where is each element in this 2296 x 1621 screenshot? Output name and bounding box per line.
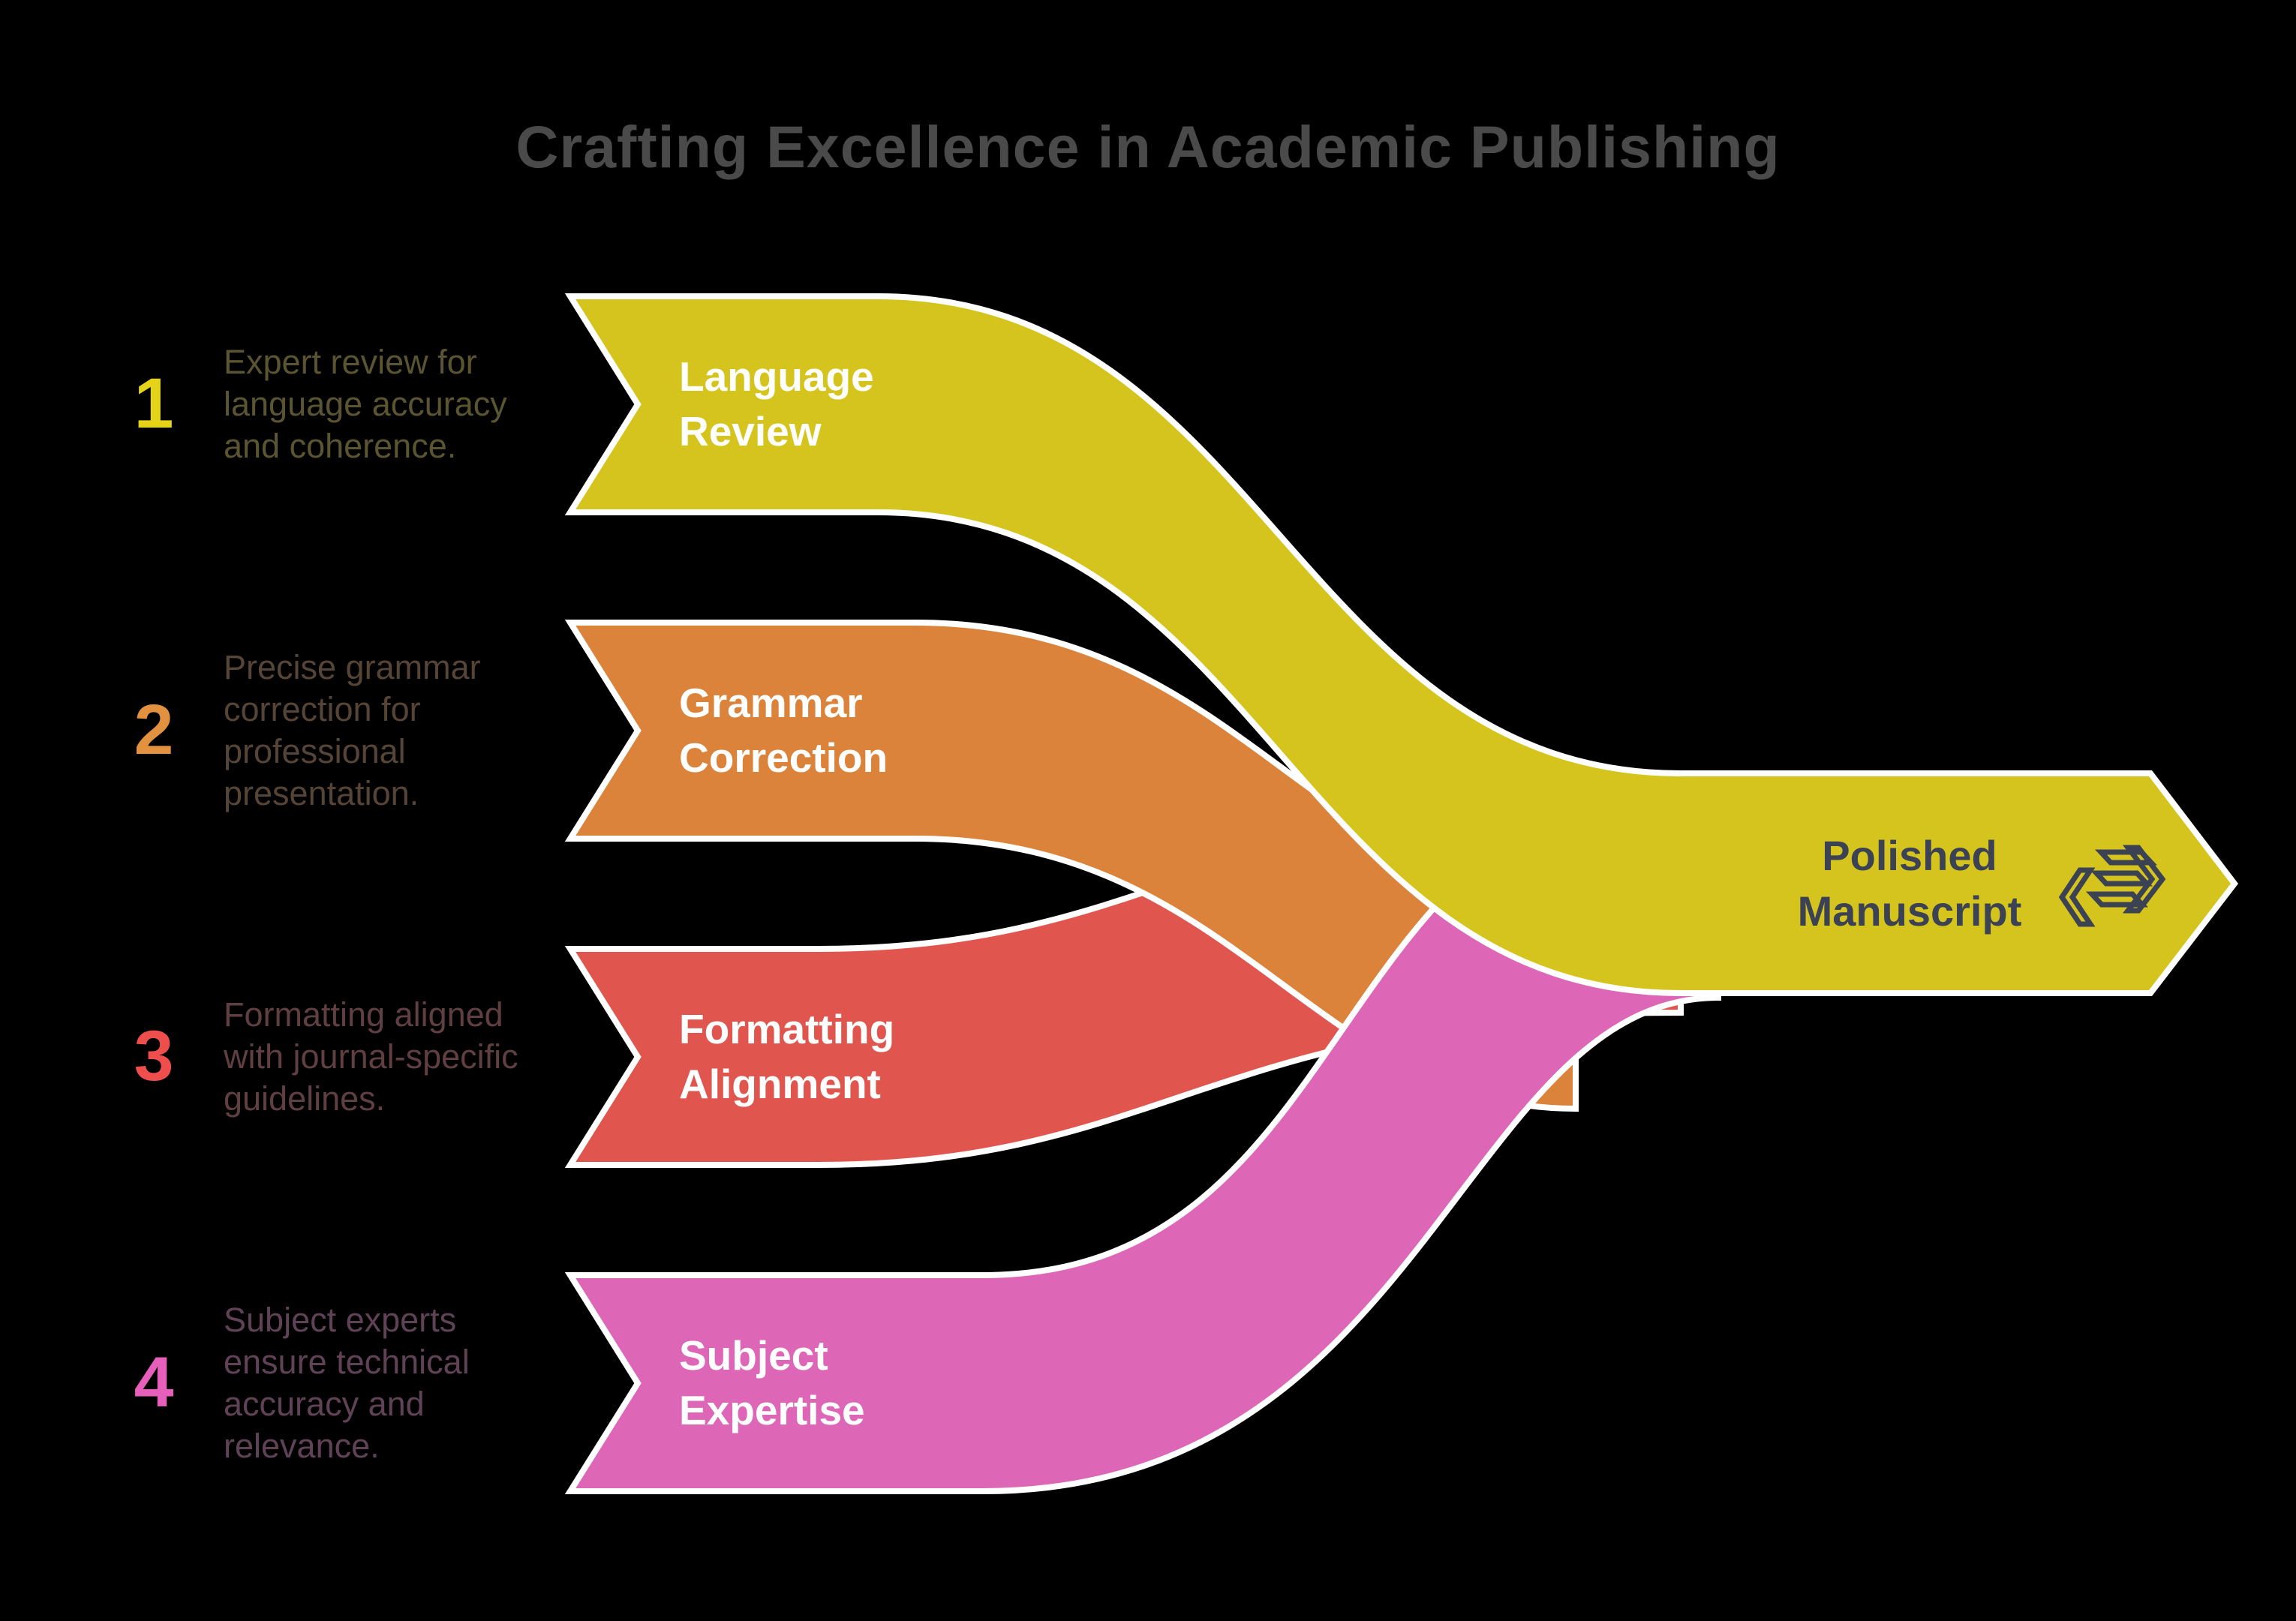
- step-1-description: Expert review for language accuracy and …: [224, 343, 507, 465]
- step-3-band-label: Formatting Alignment: [679, 1006, 895, 1107]
- step-4-description: Subject experts ensure technical accurac…: [224, 1301, 470, 1465]
- page-title: Crafting Excellence in Academic Publishi…: [515, 113, 1781, 180]
- step-1-number: 1: [134, 364, 174, 443]
- band-grammar-correction: [564, 620, 1579, 1112]
- icon-bar-middle: [2090, 870, 2153, 887]
- icon-left-chevron: [2058, 867, 2096, 927]
- step-2-number: 2: [134, 690, 174, 770]
- result-label: Polished Manuscript: [1797, 832, 2022, 935]
- step-4-number: 4: [134, 1343, 174, 1422]
- step-2-band-label: Grammar Correction: [679, 680, 888, 781]
- icon-right-chevron: [2122, 845, 2166, 914]
- step-3-number: 3: [134, 1016, 174, 1096]
- step-3-description: Formatting aligned with journal-specific…: [224, 995, 518, 1118]
- band-language-review-result-arrow: [564, 293, 2239, 996]
- step-1-band-label: Language Review: [679, 353, 874, 455]
- step-2-description: Precise grammar correction for professio…: [224, 648, 481, 812]
- step-4-band-label: Subject Expertise: [679, 1332, 865, 1433]
- layered-transfer-arrows-icon: [2057, 840, 2170, 933]
